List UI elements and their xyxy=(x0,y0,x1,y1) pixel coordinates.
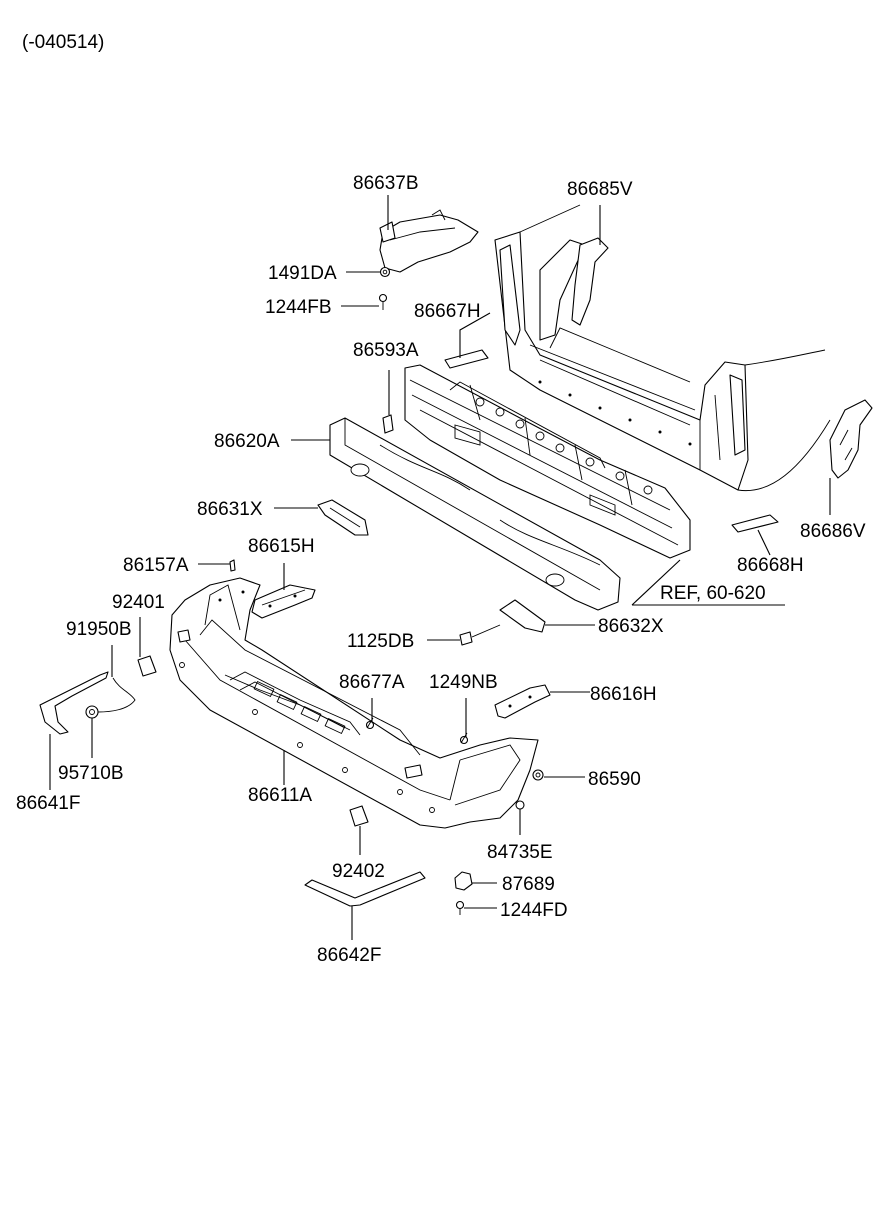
label-86615H: 86615H xyxy=(248,536,315,557)
label-86616H: 86616H xyxy=(590,684,657,705)
wheel-arch-86686V-art xyxy=(829,399,873,479)
label-ref-60-620: REF, 60-620 xyxy=(660,583,766,604)
bracket-86637B-art xyxy=(379,209,479,273)
clip-86593A-art xyxy=(382,414,394,434)
label-1491DA: 1491DA xyxy=(268,263,337,284)
bracket-86616H-art xyxy=(494,684,551,719)
moulding-86642F-art xyxy=(304,871,426,907)
label-86593A: 86593A xyxy=(353,340,419,361)
body-panel-86685V-art xyxy=(494,204,831,492)
label-86667H: 86667H xyxy=(414,301,481,322)
screw-1244FD-art xyxy=(455,900,465,915)
strip-86667H-art xyxy=(444,349,489,369)
label-92401: 92401 xyxy=(112,592,165,613)
back-beam-frame-art xyxy=(404,364,691,559)
reflector-92402-art xyxy=(349,805,369,827)
label-86677A: 86677A xyxy=(339,672,405,693)
label-86686V: 86686V xyxy=(800,521,866,542)
label-95710B: 95710B xyxy=(58,763,124,784)
label-86590: 86590 xyxy=(588,769,641,790)
label-86632X: 86632X xyxy=(598,616,664,637)
bracket-86615H-art xyxy=(251,584,316,619)
nut-84735E-art xyxy=(515,800,525,810)
clip-86157A-art xyxy=(229,559,236,572)
sensor-95710B-art xyxy=(85,705,99,719)
moulding-86641F-art xyxy=(39,671,109,735)
part-labels: 86637B 1491DA 1244FB 86685V 86667H 86593… xyxy=(16,173,866,966)
bracket-86632X-art xyxy=(499,599,546,633)
label-86611A: 86611A xyxy=(248,785,312,806)
bracket-86631X-art xyxy=(317,499,369,536)
label-87689: 87689 xyxy=(502,874,555,895)
label-86668H: 86668H xyxy=(737,555,804,576)
reflector-92401-art xyxy=(137,655,157,677)
label-86685V: 86685V xyxy=(567,179,633,200)
label-92402: 92402 xyxy=(332,861,385,882)
label-1244FD: 1244FD xyxy=(500,900,568,921)
bolt-1125DB-art xyxy=(459,624,501,646)
leader-lines xyxy=(49,195,831,940)
label-1249NB: 1249NB xyxy=(429,672,498,693)
screw-86677A-art xyxy=(365,717,375,730)
absorber-86620A-art xyxy=(329,417,621,611)
label-86157A: 86157A xyxy=(123,555,189,576)
strip-86668H-art xyxy=(731,514,779,533)
label-84735E: 84735E xyxy=(487,842,553,863)
label-91950B: 91950B xyxy=(66,619,132,640)
clip-87689-art xyxy=(454,871,473,891)
bumper-cover-86611A-art xyxy=(169,577,539,829)
diagram-code: (-040514) xyxy=(22,32,104,53)
label-86637B: 86637B xyxy=(353,173,419,194)
wiring-91950B-art xyxy=(97,677,136,713)
nut-1491DA-art xyxy=(379,266,391,278)
nut-86590-art xyxy=(532,769,544,781)
label-1244FB: 1244FB xyxy=(265,297,332,318)
screw-1244FB-art xyxy=(378,293,388,310)
label-86620A: 86620A xyxy=(214,431,280,452)
label-86641F: 86641F xyxy=(16,793,80,814)
label-86631X: 86631X xyxy=(197,499,263,520)
label-86642F: 86642F xyxy=(317,945,381,966)
label-1125DB: 1125DB xyxy=(347,631,414,652)
